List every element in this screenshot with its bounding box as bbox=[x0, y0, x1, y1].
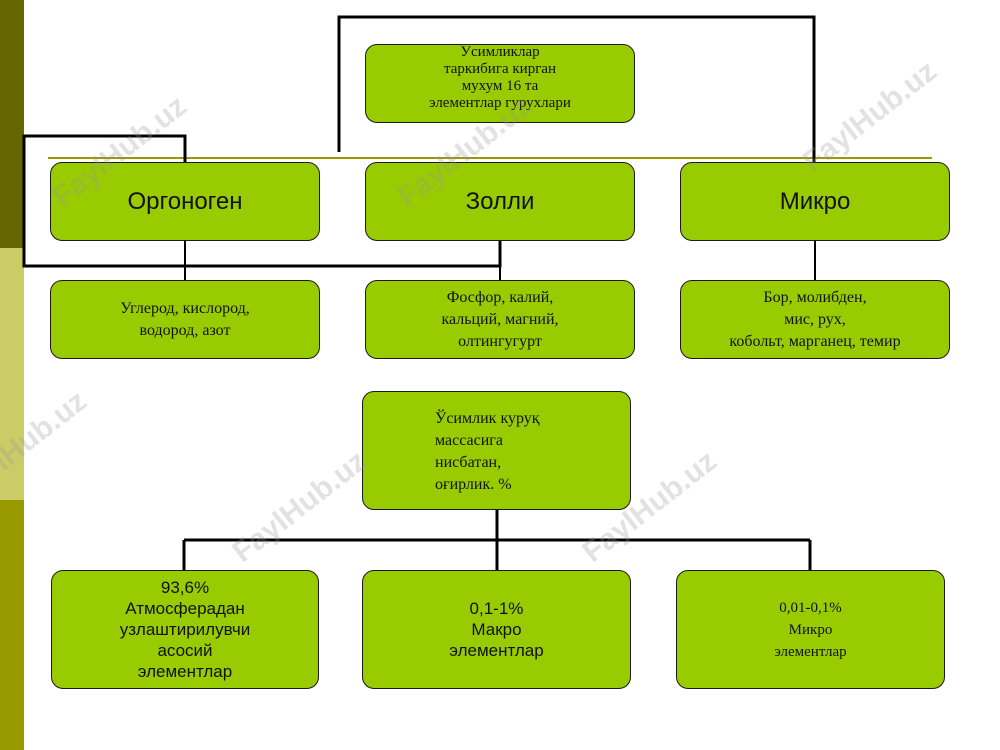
list-box-orgonogen: Углерод, кислород, водород, азот bbox=[50, 280, 320, 359]
header-box-orgonogen: Оргоноген bbox=[50, 162, 320, 241]
sidebar-band-mid bbox=[0, 500, 24, 750]
middle-text: Ўсимлик куруқ массасига нисбатан, оғирли… bbox=[435, 410, 540, 493]
header-box-mikro: Микро bbox=[680, 162, 950, 241]
bottom-text-micro: 0,01-0,1% Микро элементлар bbox=[774, 599, 847, 660]
sidebar-band-light bbox=[0, 248, 24, 500]
header-label-orgonogen: Оргоноген bbox=[127, 187, 243, 215]
list-text-mikro: Бор, молибден, мис, рух, кобольт, марган… bbox=[729, 288, 901, 350]
header-label-zolli: Золли bbox=[465, 187, 535, 215]
list-box-zolli: Фосфор, калий, кальций, магний, олтингуг… bbox=[365, 280, 635, 359]
bottom-box-micro: 0,01-0,1% Микро элементлар bbox=[676, 570, 945, 689]
sidebar-band-dark bbox=[0, 0, 24, 248]
list-text-zolli: Фосфор, калий, кальций, магний, олтингуг… bbox=[441, 288, 559, 350]
bottom-box-main: 93,6% Атмосферадан узлаштирилувчи асосий… bbox=[51, 570, 319, 689]
bottom-text-macro: 0,1-1% Макро элементлар bbox=[449, 599, 544, 660]
bottom-text-main: 93,6% Атмосферадан узлаштирилувчи асосий… bbox=[119, 578, 251, 681]
header-box-zolli: Золли bbox=[365, 162, 635, 241]
horizontal-rule bbox=[48, 157, 932, 159]
top-group-box: Ўсимликлар таркибига кирган мухум 16 та … bbox=[365, 44, 635, 123]
list-box-mikro: Бор, молибден, мис, рух, кобольт, марган… bbox=[680, 280, 950, 359]
top-group-text: Ўсимликлар таркибига кирган мухум 16 та … bbox=[429, 44, 571, 111]
top-frame-line bbox=[337, 15, 816, 162]
middle-box: Ўсимлик куруқ массасига нисбатан, оғирли… bbox=[362, 391, 631, 510]
list-text-orgonogen: Углерод, кислород, водород, азот bbox=[120, 299, 250, 339]
bottom-box-macro: 0,1-1% Макро элементлар bbox=[362, 570, 631, 689]
header-label-mikro: Микро bbox=[779, 187, 851, 215]
